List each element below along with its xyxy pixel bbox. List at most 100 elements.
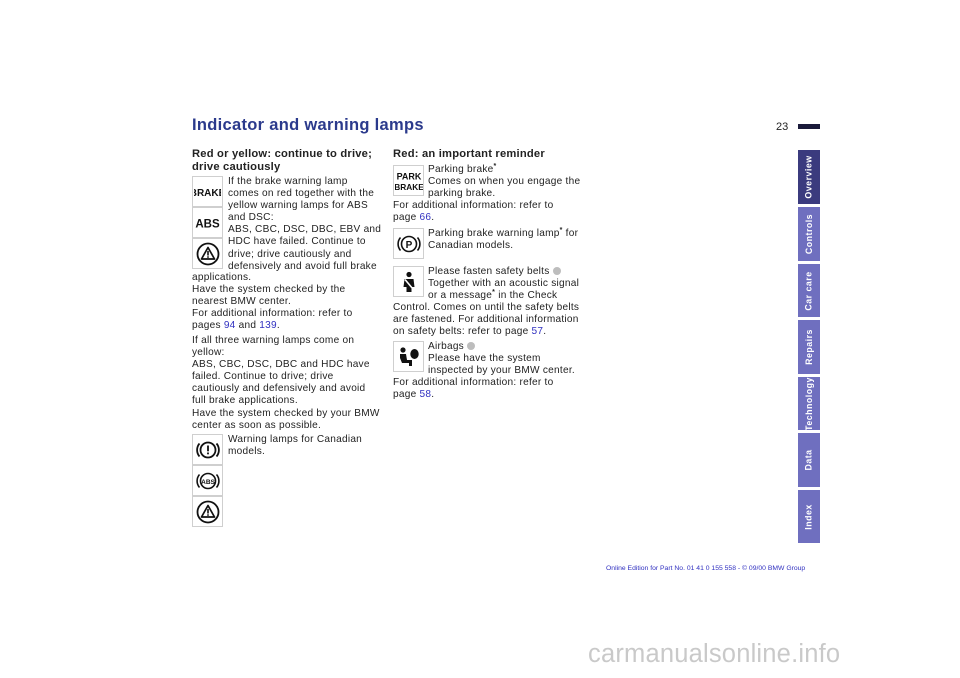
park-icon-text: PARK [396,171,421,181]
footer-edition-note: Online Edition for Part No. 01 41 0 155 … [606,565,806,572]
text-line: Parking brake warning lamp* for [428,227,578,240]
parking-brake-text: Parking brake* Comes on when you engage … [428,163,581,200]
text-line: If the brake warning lamp [228,176,348,187]
text-line: and DSC: [228,212,274,224]
text-line: parking brake. [428,188,496,200]
footnote-star: * [493,163,497,170]
text-segment: Airbags [428,341,464,352]
text-line: Airbags [428,341,575,353]
brake-icon-text: BRAKE [395,182,423,192]
text-line: Have the system checked by the [192,284,346,296]
tab-label: Car care [804,270,814,311]
text-segment: . [431,212,435,224]
airbag-text: Airbags Please have the system inspected… [428,341,575,377]
text-segment: and [235,320,260,332]
page-link-66[interactable]: 66 [419,212,432,224]
airbag-icon [393,341,424,372]
text-line: page 58. [393,389,553,401]
text-line: center as soon as possible. [192,419,322,431]
left-heading-line: Red or yellow: continue to drive; [192,148,373,160]
text-segment: on safety belts: refer to page [393,326,532,338]
canada-lamps-text: Warning lamps for Canadian models. [228,434,362,458]
dsc-warning-icon [192,238,223,269]
text-line: For additional information: refer to [192,308,353,320]
text-line: defensively and avoid full brake [228,260,377,272]
tab-label: Repairs [804,329,814,365]
left-heading: Red or yellow: continue to drive; drive … [192,148,372,174]
page-link-139[interactable]: 139 [259,320,277,332]
airbag-text-cont: For additional information: refer to pag… [393,377,553,401]
text-segment: or a message [428,290,493,302]
brake-warning-text: If the brake warning lamp comes on red t… [228,176,381,273]
text-line: on safety belts: refer to page 57. [393,326,579,338]
seatbelt-icon [393,266,424,297]
page-number-bar [798,124,820,129]
abs-canada-icon-text: ABS [201,478,215,485]
text-line: Comes on when you engage the [428,176,581,188]
abs-warning-icon: ABS [192,207,223,238]
brake-warning-canada-icon [192,434,223,465]
text-line: yellow warning lamps for ABS [228,200,368,212]
footnote-star: * [492,289,496,297]
text-line: Please have the system [428,353,541,365]
tab-label: Overview [804,155,814,199]
p-icon-text: P [405,240,412,251]
page-link-57[interactable]: 57 [531,326,544,338]
page-number: 23 [776,121,789,133]
parking-brake-canada-text: Parking brake warning lamp* for Canadian… [428,227,578,252]
text-line: Parking brake* [428,163,580,176]
tab-car-care[interactable]: Car care [798,264,820,317]
tab-data[interactable]: Data [798,433,820,487]
text-line: Control. Comes on until the safety belts [393,302,580,313]
page-link-58[interactable]: 58 [419,389,432,401]
text-line: full brake applications. [192,395,298,407]
text-segment: Please fasten safety belts [428,266,550,277]
footnote-star: * [559,227,563,234]
parking-brake-icon: PARK BRAKE [393,165,424,196]
seatbelt-text: Please fasten safety belts Together with… [428,266,579,302]
text-line: HDC have failed. Continue to [228,236,366,248]
text-line: page 66. [393,212,553,224]
tab-controls[interactable]: Controls [798,207,820,261]
tab-label: Technology [804,376,814,431]
text-line: ABS, CBC, DSC, DBC and HDC have [192,359,370,371]
tab-overview[interactable]: Overview [798,150,820,204]
brake-warning-icon: BRAKE [192,176,223,207]
page-link-94[interactable]: 94 [223,320,236,332]
text-line: Warning lamps for Canadian [228,434,363,445]
text-line: drive; drive cautiously and [228,248,352,260]
parking-brake-text-cont: For additional information: refer to pag… [393,200,553,224]
text-line: Have the system checked by your BMW [192,407,380,419]
text-segment: . [431,389,435,401]
brake-warning-text-cont: applications. Have the system checked by… [192,272,352,332]
left-heading-line: drive cautiously [192,161,281,173]
text-line: For additional information: refer to [393,200,554,211]
tab-technology[interactable]: Technology [798,377,820,430]
text-line: failed. Continue to drive; drive [192,371,334,383]
text-line: Please fasten safety belts [428,266,579,278]
tab-index[interactable]: Index [798,490,820,543]
tab-label: Index [804,503,815,530]
text-line: For additional information: refer to [393,377,554,388]
text-segment: Parking brake [428,164,494,175]
text-line: inspected by your BMW center. [428,365,575,377]
abs-icon-text: ABS [195,218,220,230]
text-line: Together with an acoustic signal [428,278,580,290]
abs-canada-icon: ABS [192,465,223,496]
tab-repairs[interactable]: Repairs [798,320,820,374]
text-line: are fastened. For additional information [393,314,579,326]
all-yellow-text: If all three warning lamps come on yello… [192,335,380,432]
page-title: Indicator and warning lamps [192,116,424,134]
text-line: pages 94 and 139. [192,320,352,332]
brake-icon-text: BRAKE [194,188,221,198]
right-heading: Red: an important reminder [393,148,545,160]
text-line: ABS, CBC, DSC, DBC, EBV and [228,224,382,236]
parking-brake-canada-icon: P [393,228,424,259]
text-line: If all three warning lamps come on [192,335,355,346]
text-line: comes on red together with the [228,188,375,200]
text-segment: page [393,212,420,224]
text-line: Canadian models. [428,240,514,252]
text-segment: page [393,389,420,401]
tab-label: Controls [804,213,815,255]
red-dot-icon [552,266,561,275]
